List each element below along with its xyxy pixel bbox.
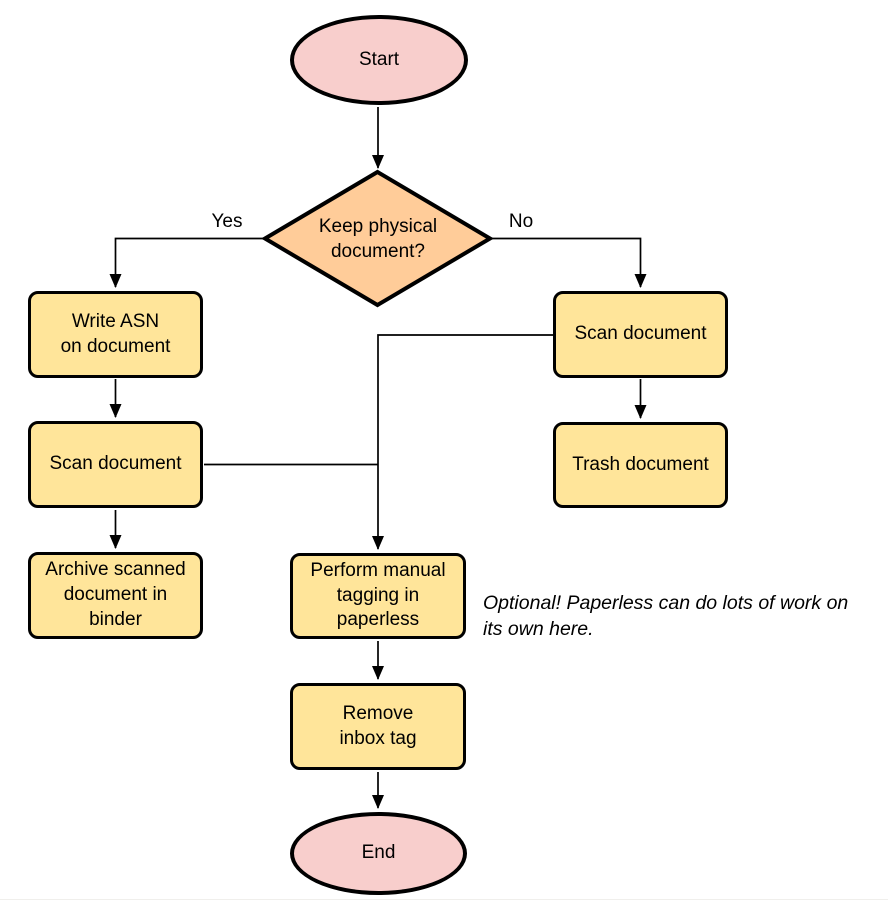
node-end: End [290, 812, 467, 895]
node-start: Start [290, 15, 468, 105]
edge-decision-yes-to-write-asn [109, 237, 265, 288]
node-archive-binder: Archive scanned document in binder [28, 552, 203, 639]
node-remove-inbox-tag: Remove inbox tag [290, 683, 466, 770]
edge-label-yes: Yes [211, 211, 243, 232]
edge-label-no: No [508, 211, 534, 232]
node-scan-document-left: Scan document [28, 421, 203, 508]
node-decision-label: Keep physical document? [318, 215, 438, 262]
optional-annotation: Optional! Paperless can do lots of work … [483, 592, 849, 640]
edge-scan-right-to-tagging [372, 334, 553, 550]
decision-diamond-shape [261, 169, 494, 308]
node-trash-document: Trash document [553, 422, 728, 508]
edge-decision-no-to-scan-right [490, 237, 647, 288]
node-write-asn: Write ASN on document [28, 291, 203, 378]
node-scan-document-right: Scan document [553, 291, 728, 378]
bottom-hairline [0, 899, 888, 900]
node-manual-tagging: Perform manual tagging in paperless [290, 553, 466, 639]
